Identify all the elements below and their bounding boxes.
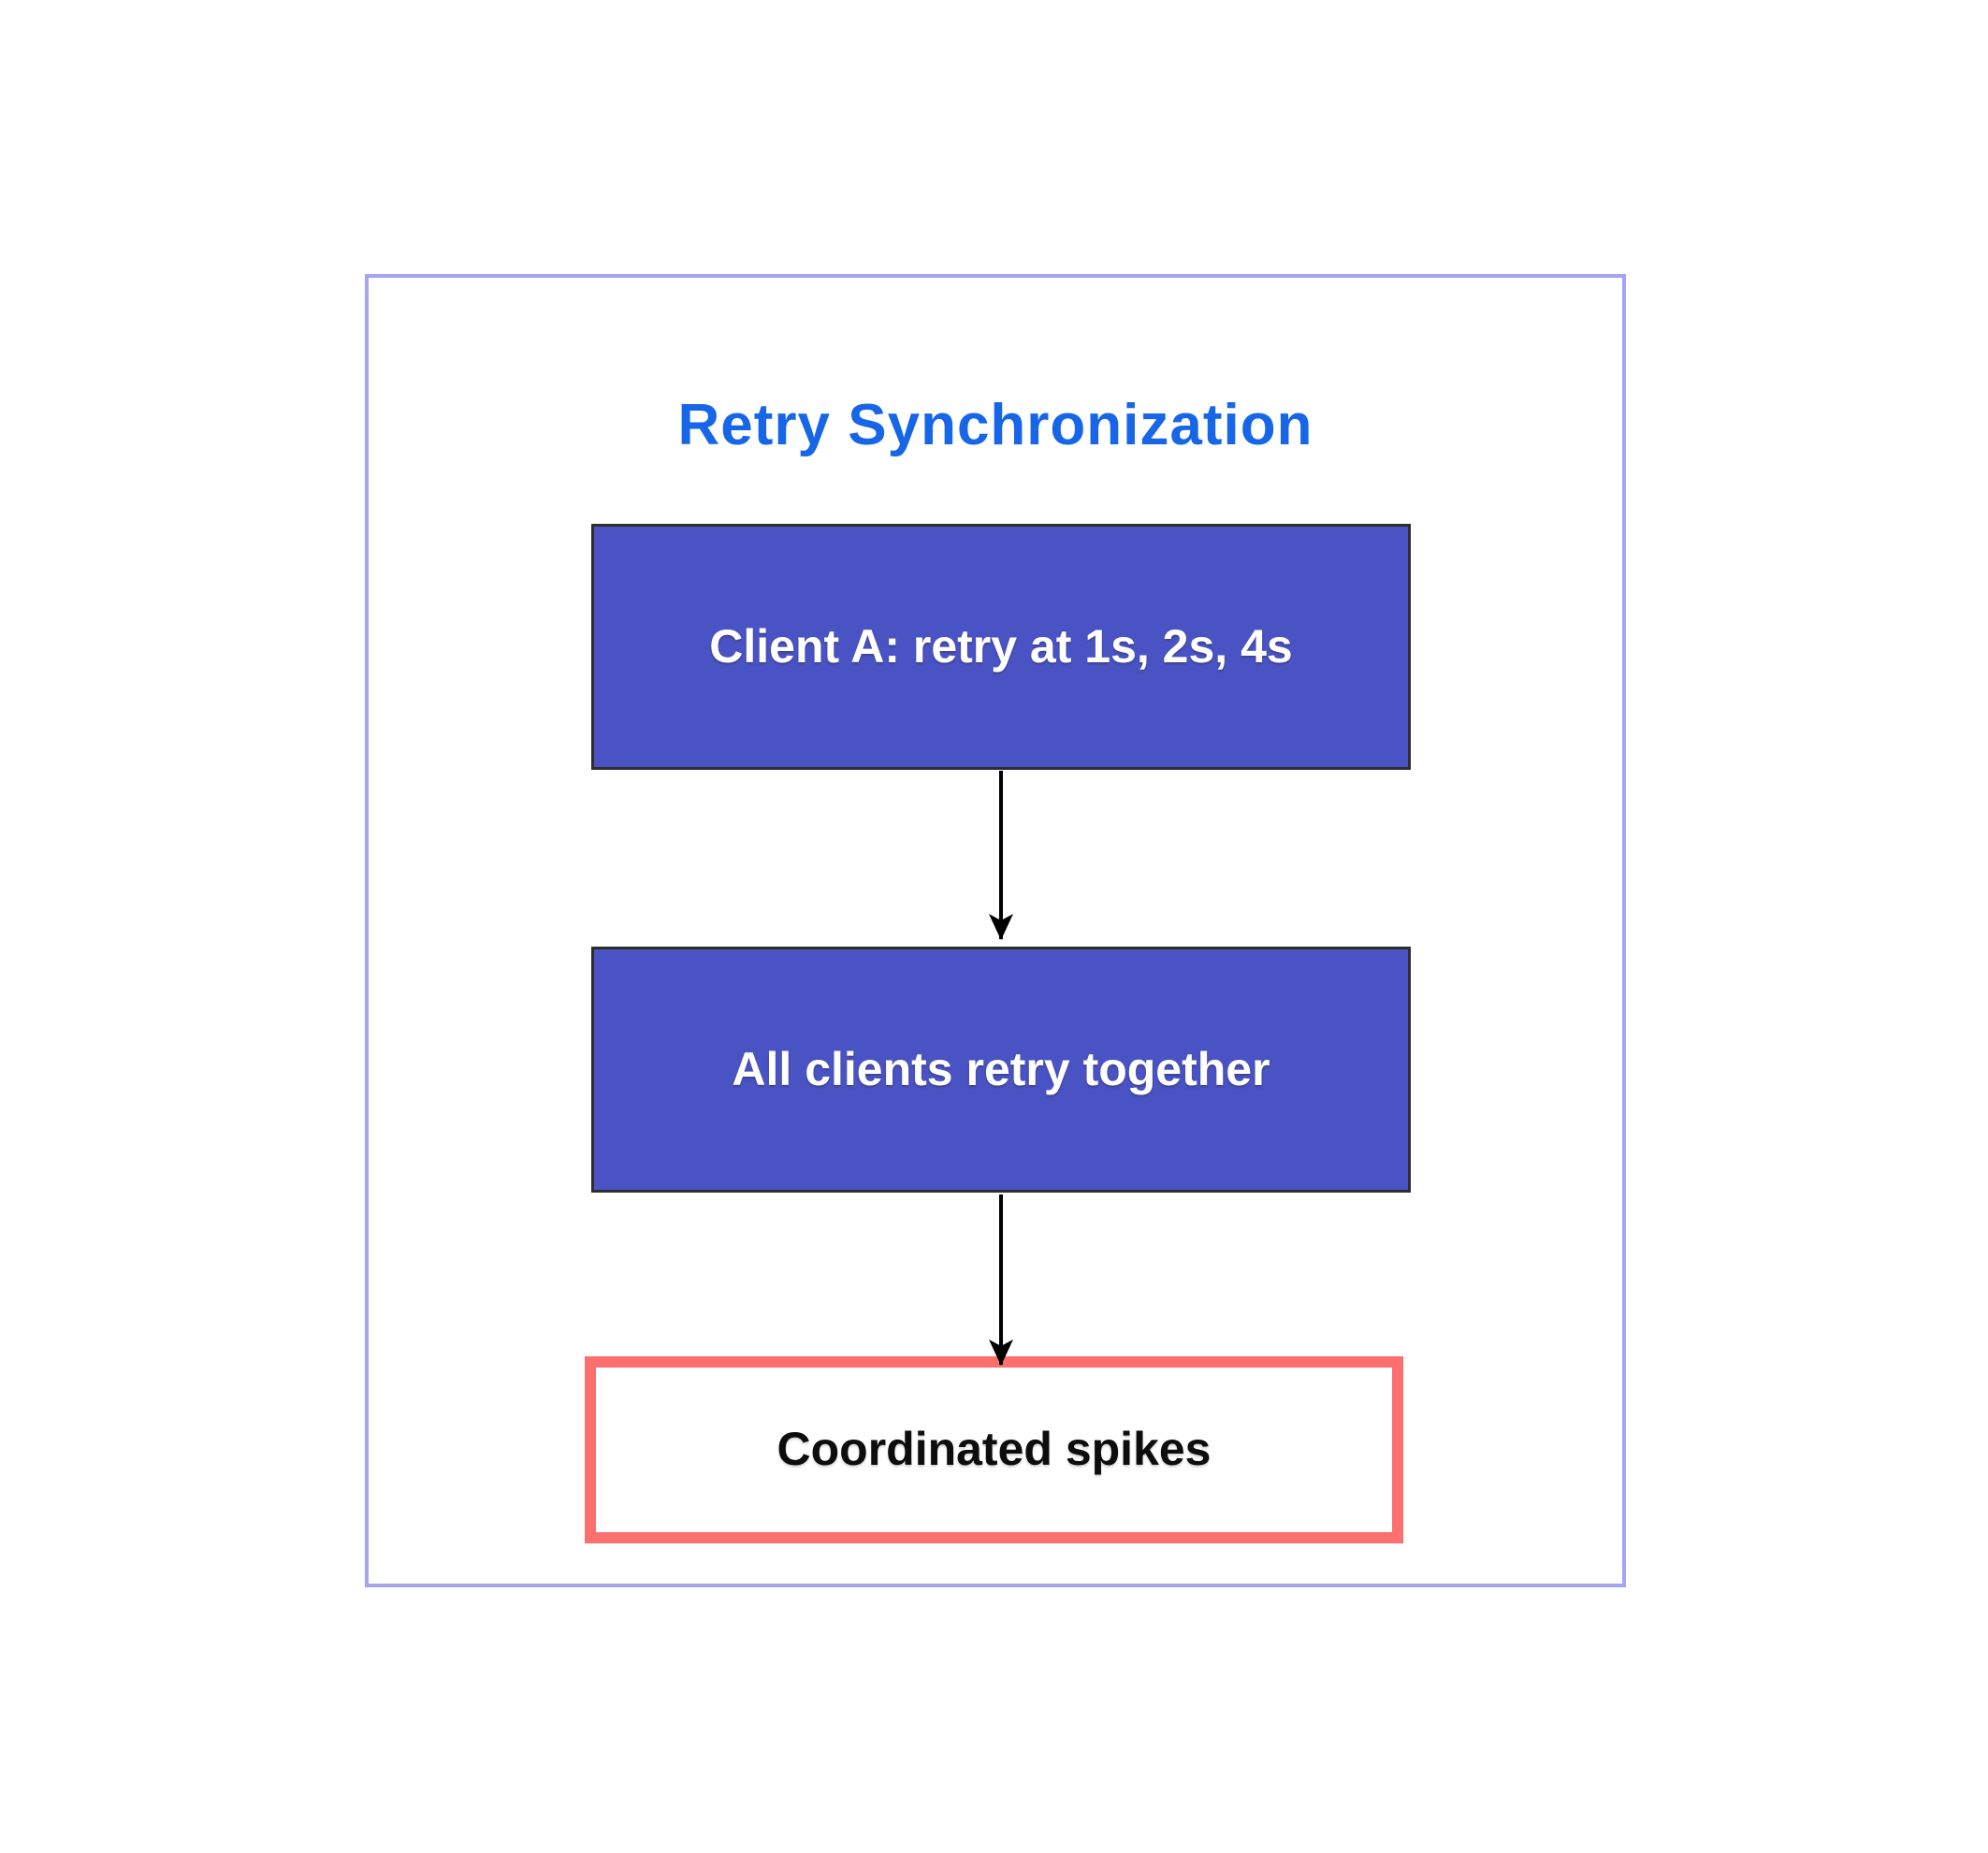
node-label: Client A: retry at 1s, 2s, 4s (709, 619, 1293, 673)
diagram-title: Retry Synchronization (677, 393, 1313, 457)
node-coordinated-spikes: Coordinated spikes (585, 1356, 1403, 1543)
diagram-frame (365, 274, 1626, 1587)
node-all-clients-retry: All clients retry together (591, 947, 1411, 1193)
node-client-a-retry: Client A: retry at 1s, 2s, 4s (591, 524, 1411, 770)
node-label: All clients retry together (732, 1042, 1270, 1095)
node-label: Coordinated spikes (776, 1423, 1212, 1476)
